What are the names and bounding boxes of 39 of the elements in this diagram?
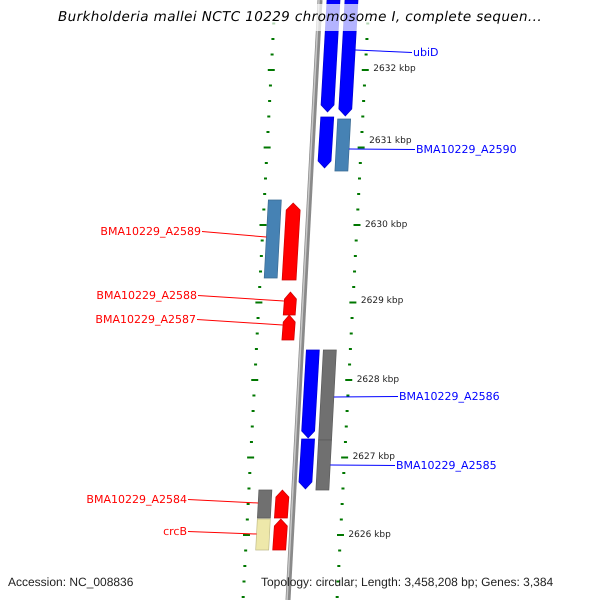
- gene-feature: [274, 489, 290, 518]
- leader-line: [188, 499, 259, 504]
- gene-feature: [255, 518, 271, 550]
- gene-feature: [272, 518, 288, 550]
- gene-label: BMA10229_A2585: [396, 460, 497, 471]
- gene-feature: [316, 440, 332, 490]
- scale-label: 2631 kbp: [369, 137, 412, 146]
- gene-feature: [282, 202, 301, 280]
- gene-label: ubiD: [413, 47, 438, 58]
- gene-label: BMA10229_A2587: [95, 314, 196, 325]
- leader-line: [330, 464, 396, 466]
- gene-label: crcB: [163, 526, 187, 537]
- scale-label: 2628 kbp: [356, 376, 400, 385]
- scale-label: 2626 kbp: [348, 531, 391, 540]
- gene-label: BMA10229_A2590: [416, 144, 517, 155]
- gene-label: BMA10229_A2589: [100, 226, 201, 237]
- genome-info-label: Topology: circular; Length: 3,458,208 bp; Genes: 3,384: [261, 576, 554, 588]
- leader-line: [333, 396, 398, 398]
- gene-feature: [334, 118, 352, 172]
- gene-feature: [264, 200, 282, 278]
- leader-line: [354, 50, 412, 53]
- gene-label: BMA10229_A2586: [399, 391, 500, 402]
- accession-label: Accession: NC_008836: [8, 576, 134, 588]
- scale-label: 2629 kbp: [360, 297, 404, 306]
- leader-line: [202, 231, 267, 238]
- gene-feature: [282, 314, 296, 340]
- gene-feature: [282, 291, 297, 316]
- gene-feature: [298, 438, 315, 490]
- scale-label: 2632 kbp: [373, 65, 416, 74]
- scale-label: 2627 kbp: [352, 453, 395, 462]
- gene-label: BMA10229_A2588: [96, 290, 197, 301]
- leader-line: [196, 319, 284, 326]
- gene-label: BMA10229_A2584: [86, 494, 187, 505]
- leader-line: [198, 295, 284, 302]
- gene-feature: [257, 490, 272, 518]
- gene-feature: [318, 116, 334, 169]
- leader-line: [348, 148, 416, 150]
- scale-label: 2630 kbp: [364, 221, 408, 230]
- leader-line: [188, 531, 258, 534]
